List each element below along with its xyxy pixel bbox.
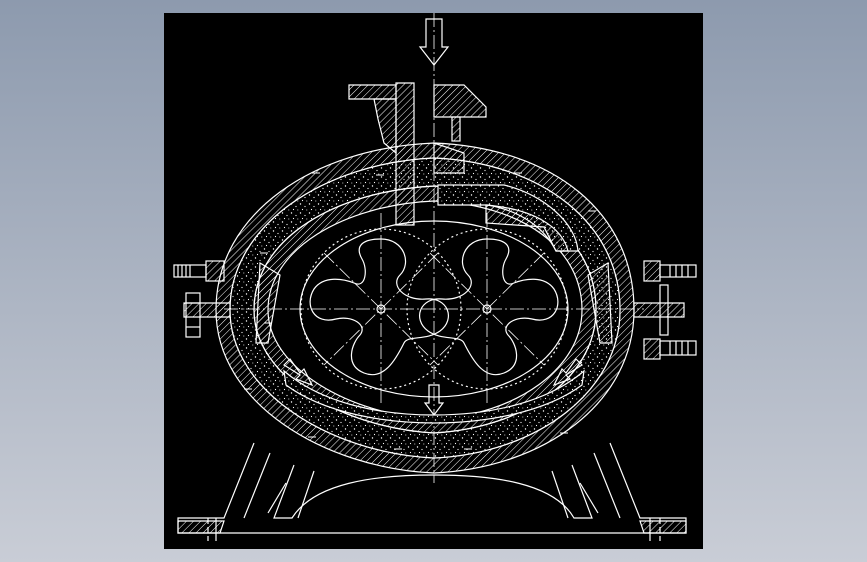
left-bolt-vertical	[185, 292, 201, 338]
right-fitting-lower	[643, 338, 661, 360]
outlet-arrow-bottom	[423, 384, 445, 416]
flow-arrow-right	[552, 358, 583, 387]
inlet-neck	[373, 98, 397, 155]
upper-right-partition	[485, 204, 569, 252]
left-side-pad	[255, 261, 281, 344]
inlet-pipe-wall-right	[433, 142, 465, 174]
inlet-pipe-wall-left	[395, 82, 415, 226]
right-rotor	[419, 238, 559, 376]
bottom-discharge-plenum	[283, 369, 585, 424]
inlet-flange-right	[433, 84, 487, 118]
left-rotor	[309, 238, 449, 376]
right-side-pad	[587, 261, 613, 344]
stand-foot-hatch-right	[639, 520, 687, 534]
support-stand	[177, 442, 687, 541]
inlet-flange-left	[348, 84, 397, 100]
pump-cross-section-drawing	[173, 13, 697, 541]
drawing-sheet[interactable]	[164, 13, 703, 549]
jacket-dash-marks	[244, 172, 612, 450]
stand-foot-hatch-left	[177, 520, 225, 534]
inlet-arrow-top	[418, 18, 450, 66]
flow-arrow-left	[283, 358, 314, 387]
left-fitting-upper	[205, 260, 225, 282]
right-bolt-vertical	[659, 284, 669, 336]
right-fitting-upper	[643, 260, 661, 282]
split-flange-right	[633, 302, 685, 318]
right-bolt-head-upper	[659, 264, 697, 278]
split-flange-left	[183, 302, 231, 318]
inlet-flange-bolt	[451, 116, 461, 142]
right-bolt-head-lower	[659, 340, 697, 356]
